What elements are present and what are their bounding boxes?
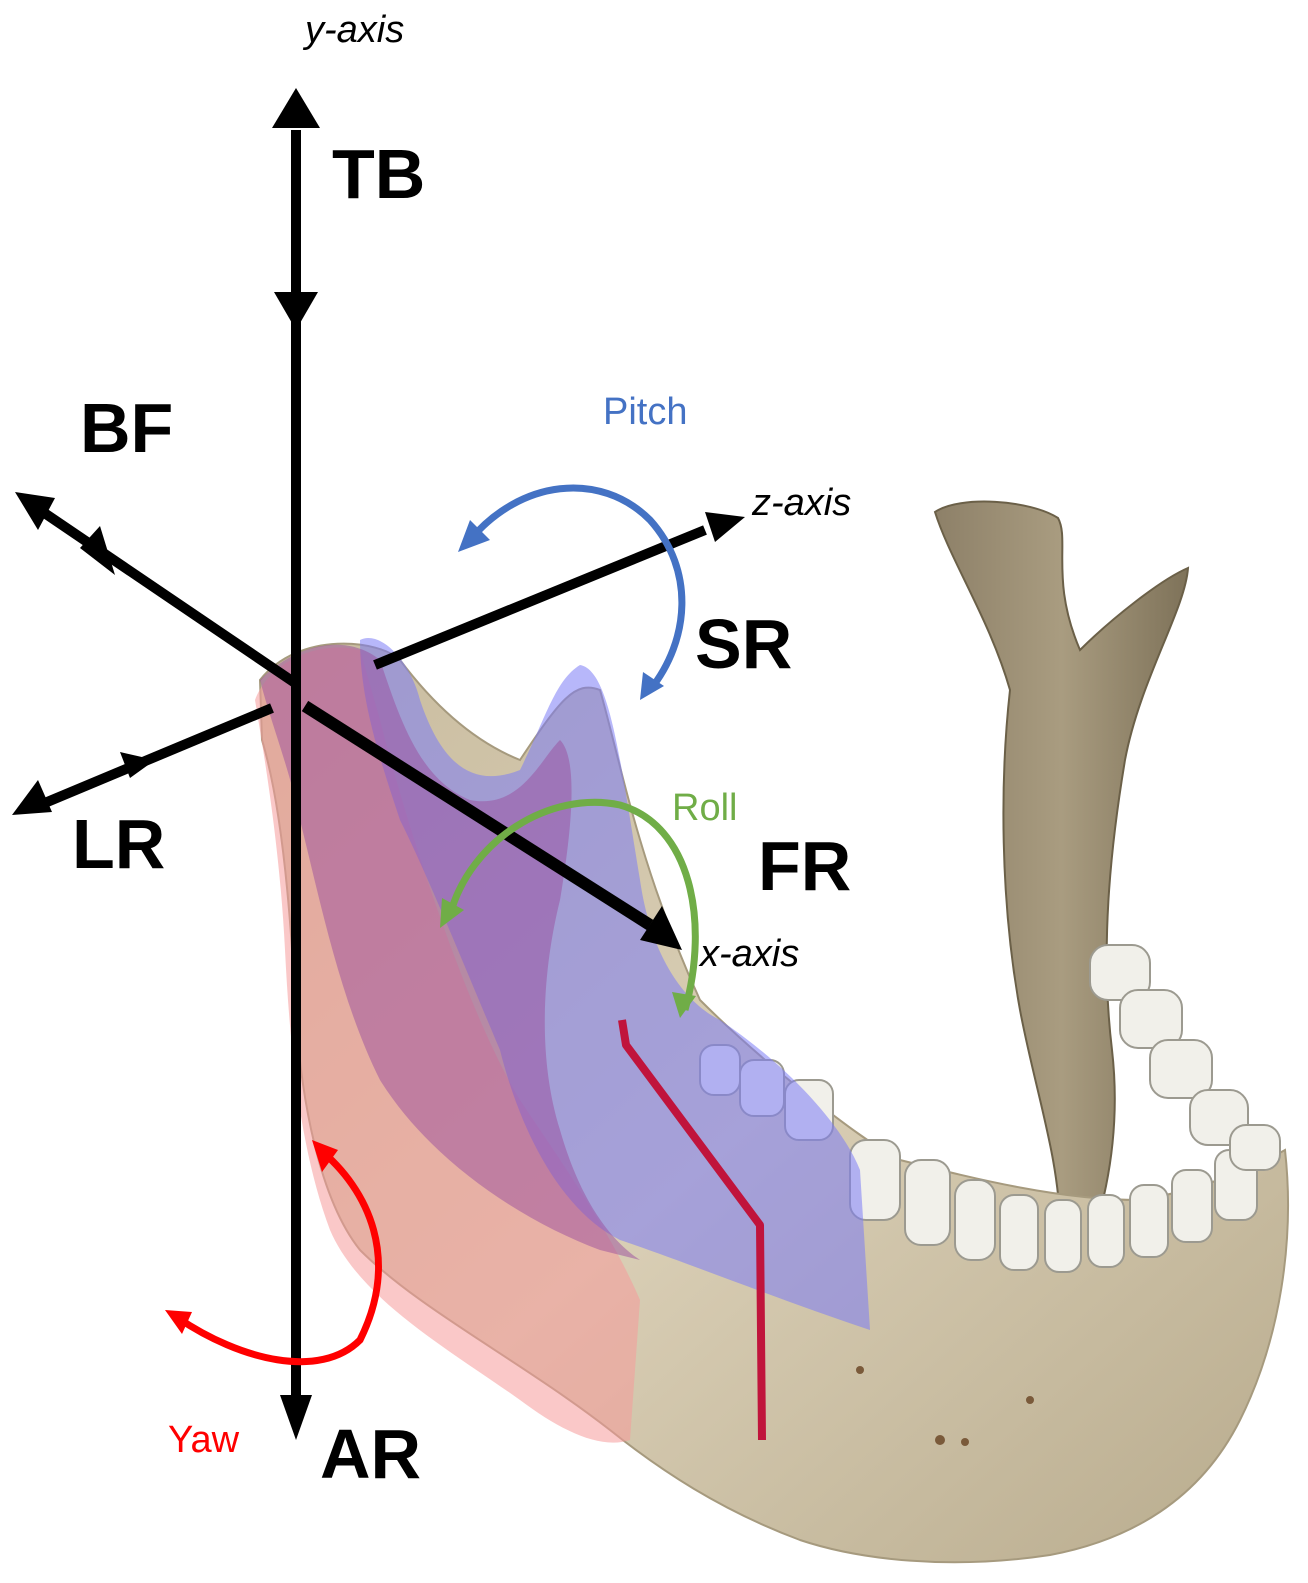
roll-label: Roll xyxy=(672,787,737,829)
y-axis-label: y-axis xyxy=(302,9,404,51)
bf-label: BF xyxy=(80,389,173,467)
tooth xyxy=(905,1160,950,1245)
tooth xyxy=(1045,1200,1081,1272)
foramen-mark xyxy=(1026,1396,1034,1404)
far-ramus xyxy=(935,502,1188,1230)
x-axis-label: x-axis xyxy=(698,933,799,975)
bf-axis-line xyxy=(15,492,298,685)
fr-label: FR xyxy=(758,827,851,905)
foramen-mark xyxy=(961,1438,969,1446)
ar-label: AR xyxy=(320,1415,421,1493)
tooth xyxy=(1130,1185,1168,1257)
tooth xyxy=(1000,1195,1038,1270)
tooth xyxy=(1230,1125,1280,1170)
foramen-mark xyxy=(935,1435,945,1445)
tooth xyxy=(1172,1170,1212,1242)
pitch-label: Pitch xyxy=(603,391,687,433)
lr-label: LR xyxy=(72,805,165,883)
tb-label: TB xyxy=(332,135,425,213)
tooth xyxy=(955,1180,995,1260)
tooth xyxy=(1150,1040,1212,1098)
yaw-label: Yaw xyxy=(168,1419,240,1461)
foramen-mark xyxy=(856,1366,864,1374)
z-axis-label: z-axis xyxy=(751,482,851,524)
pitch-arrow xyxy=(458,488,682,700)
tooth xyxy=(1088,1195,1124,1267)
sr-label: SR xyxy=(695,605,792,683)
